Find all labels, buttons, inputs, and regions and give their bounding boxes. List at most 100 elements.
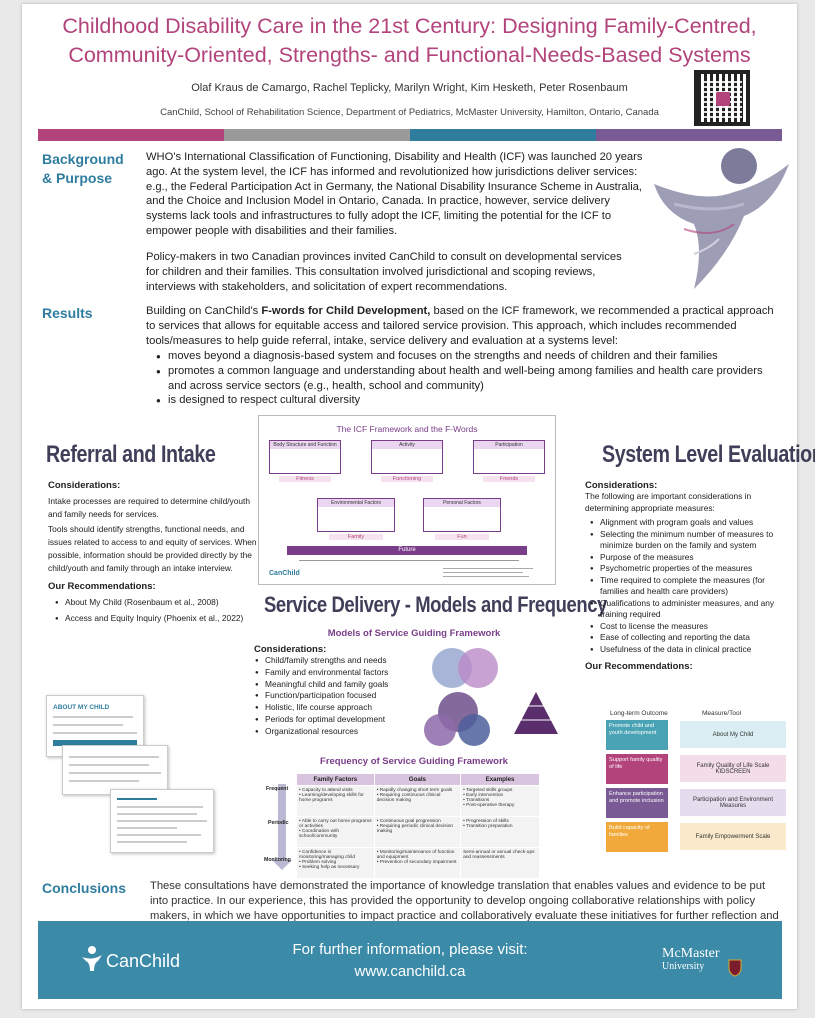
word-future: Future: [287, 546, 527, 555]
title-line-2: Community-Oriented, Strengths- and Funct…: [68, 43, 751, 67]
results-bullets: moves beyond a diagnosis-based system an…: [154, 349, 784, 409]
table-cell-line: • Capacity to attend visits: [299, 788, 353, 793]
results-bullet: promotes a common language and understan…: [154, 364, 784, 394]
crest-icon: [728, 959, 742, 977]
box-participation: Participation: [473, 440, 545, 474]
measure-row: Support family quality of life Family Qu…: [606, 754, 788, 784]
background-para-1: WHO's International Classification of Fu…: [146, 151, 643, 237]
measure-outcome: Enhance participation and promote inclus…: [606, 788, 668, 818]
table-cell-line: • Monitoring/maintenance of function and…: [376, 850, 455, 860]
pyramid-diagram: [514, 692, 558, 734]
footer: CanChild For further information, please…: [38, 921, 782, 999]
referral-recs-label: Our Recommendations:: [48, 581, 156, 592]
service-considerations: Considerations: Child/family strengths a…: [254, 644, 414, 738]
canchild-logo-icon: [82, 946, 102, 971]
table-cell-line: • Targeted skills groups: [463, 788, 513, 793]
word-family: Family: [329, 534, 383, 540]
service-consideration: Child/family strengths and needs: [254, 655, 414, 668]
table-row: • Able to carry out home programs or act…: [296, 816, 540, 848]
models-diagram: [424, 648, 558, 746]
evaluation-bullet: Purpose of the measures: [589, 552, 789, 564]
down-arrow-icon: [272, 784, 292, 870]
box-personal: Personal Factors: [423, 498, 501, 532]
poster: Childhood Disability Care in the 21st Ce…: [22, 4, 815, 1009]
level-monitoring: Monitoring: [264, 857, 291, 863]
figure-head: [721, 148, 757, 184]
mcmaster-logo-line-2: University: [662, 961, 705, 972]
table-cell: • Able to carry out home programs or act…: [296, 816, 375, 848]
table-cell: • Confidence in monitoring/managing chil…: [296, 847, 375, 879]
referral-rec: About My Child (Rosenbaum et al., 2008): [54, 596, 263, 610]
referral-heading: Referral and Intake: [46, 441, 216, 468]
title-line-1: Childhood Disability Care in the 21st Ce…: [62, 14, 757, 38]
qr-code[interactable]: [694, 70, 750, 126]
service-consideration: Family and environmental factors: [254, 667, 414, 680]
evaluation-bullet: Usefulness of the data in clinical pract…: [589, 644, 789, 656]
table-cell-line: • Requiring continuous clinical decision…: [376, 793, 441, 803]
results-intro: Building on CanChild's F-words for Child…: [146, 304, 786, 348]
service-consideration: Periods for optimal development: [254, 714, 414, 727]
table-cell: • Capacity to attend visits• Learning/de…: [296, 785, 375, 817]
table-cell-line: • Rapidly changing short term goals: [376, 788, 453, 793]
figure-body: [654, 164, 789, 289]
table-cell-line: • Transition preparation: [463, 824, 513, 829]
color-bar-segment: [410, 129, 596, 141]
measure-tool: Family Empowerment Scale: [680, 823, 786, 850]
frequency-table: Family Factors Goals Examples • Capacity…: [296, 773, 540, 879]
evaluation-heading: System Level Evaluation: [602, 441, 815, 468]
service-considerations-label: Considerations:: [254, 644, 327, 655]
measure-outcome: Build capacity of families: [606, 822, 668, 852]
level-periodic: Periodic: [268, 820, 289, 826]
frequency-arrow: [272, 784, 292, 870]
table-cell: • Targeted skills groups• Early interven…: [460, 785, 540, 817]
referral-recs: About My Child (Rosenbaum et al., 2008) …: [48, 596, 263, 626]
table-cell-line: • Prevention of secondary impairment: [376, 860, 457, 865]
table-cell-line: • Problem solving: [299, 860, 337, 865]
measure-tool: Participation and Environment Measures: [680, 789, 786, 816]
word-fitness: Fitness: [279, 476, 331, 482]
measure-tool: Family Quality of Life Scale KIDSCREEN: [680, 755, 786, 782]
equity-inquiry-image: [110, 789, 214, 853]
measure-row: Enhance participation and promote inclus…: [606, 788, 788, 818]
word-fun: Fun: [435, 534, 489, 540]
background-heading: Background & Purpose: [42, 150, 124, 188]
evaluation-bullet: Alignment with program goals and values: [589, 517, 789, 529]
footer-url-link[interactable]: www.canchild.ca: [354, 963, 466, 980]
authors: Olaf Kraus de Camargo, Rachel Teplicky, …: [191, 82, 628, 94]
color-bar: [38, 129, 782, 141]
col-measure: Measure/Tool: [702, 710, 742, 717]
table-cell: • Continuous goal progression• Requiring…: [373, 816, 462, 848]
table-cell-line: • Post-operative therapy: [463, 803, 515, 808]
level-frequent: Frequent: [266, 786, 289, 792]
fwords-link: F-words for Child Development,: [261, 305, 431, 317]
table-cell-line: • Transitions: [463, 798, 490, 803]
measure-outcome: Promote child and youth development: [606, 720, 668, 750]
referral-considerations-label: Considerations:: [48, 480, 121, 491]
referral-rec: Access and Equity Inquiry (Phoenix et al…: [54, 612, 263, 626]
color-bar-segment: [596, 129, 782, 141]
measure-row: Build capacity of families Family Empowe…: [606, 822, 788, 852]
evaluation-content: Considerations: The following are import…: [585, 480, 789, 672]
poster-title: Childhood Disability Care in the 21st Ce…: [32, 12, 787, 70]
freq-heading: Frequency of Service Guiding Framework: [320, 756, 508, 767]
results-heading: Results: [42, 305, 93, 321]
table-header: Goals: [373, 773, 462, 786]
framework-title: The ICF Framework and the F-Words: [336, 424, 478, 434]
table-row: • Confidence in monitoring/managing chil…: [296, 847, 540, 879]
table-cell-line: • Continuous goal progression: [376, 819, 441, 824]
evaluation-bullet: Psychometric properties of the measures: [589, 563, 789, 575]
service-consideration: Meaningful child and family goals: [254, 679, 414, 692]
table-cell-line: • Requiring periodic clinical decision m…: [376, 824, 454, 834]
background-heading-line-2: & Purpose: [42, 170, 113, 186]
venn-circle-right: [458, 648, 498, 688]
affiliation: CanChild, School of Rehabilitation Scien…: [160, 107, 659, 118]
results-intro-pre: Building on CanChild's: [146, 305, 262, 317]
form-image-title: ABOUT MY CHILD: [53, 704, 110, 711]
word-friends: Friends: [483, 476, 535, 482]
icf-framework-figure: The ICF Framework and the F-Words Body S…: [258, 415, 556, 585]
footer-brand: CanChild: [106, 951, 181, 971]
mcmaster-logo-line-1: McMaster: [662, 946, 720, 961]
background-para-2: Policy-makers in two Canadian provinces …: [146, 251, 622, 293]
measure-row: Promote child and youth development Abou…: [606, 720, 788, 750]
form-page-image: [62, 745, 168, 795]
